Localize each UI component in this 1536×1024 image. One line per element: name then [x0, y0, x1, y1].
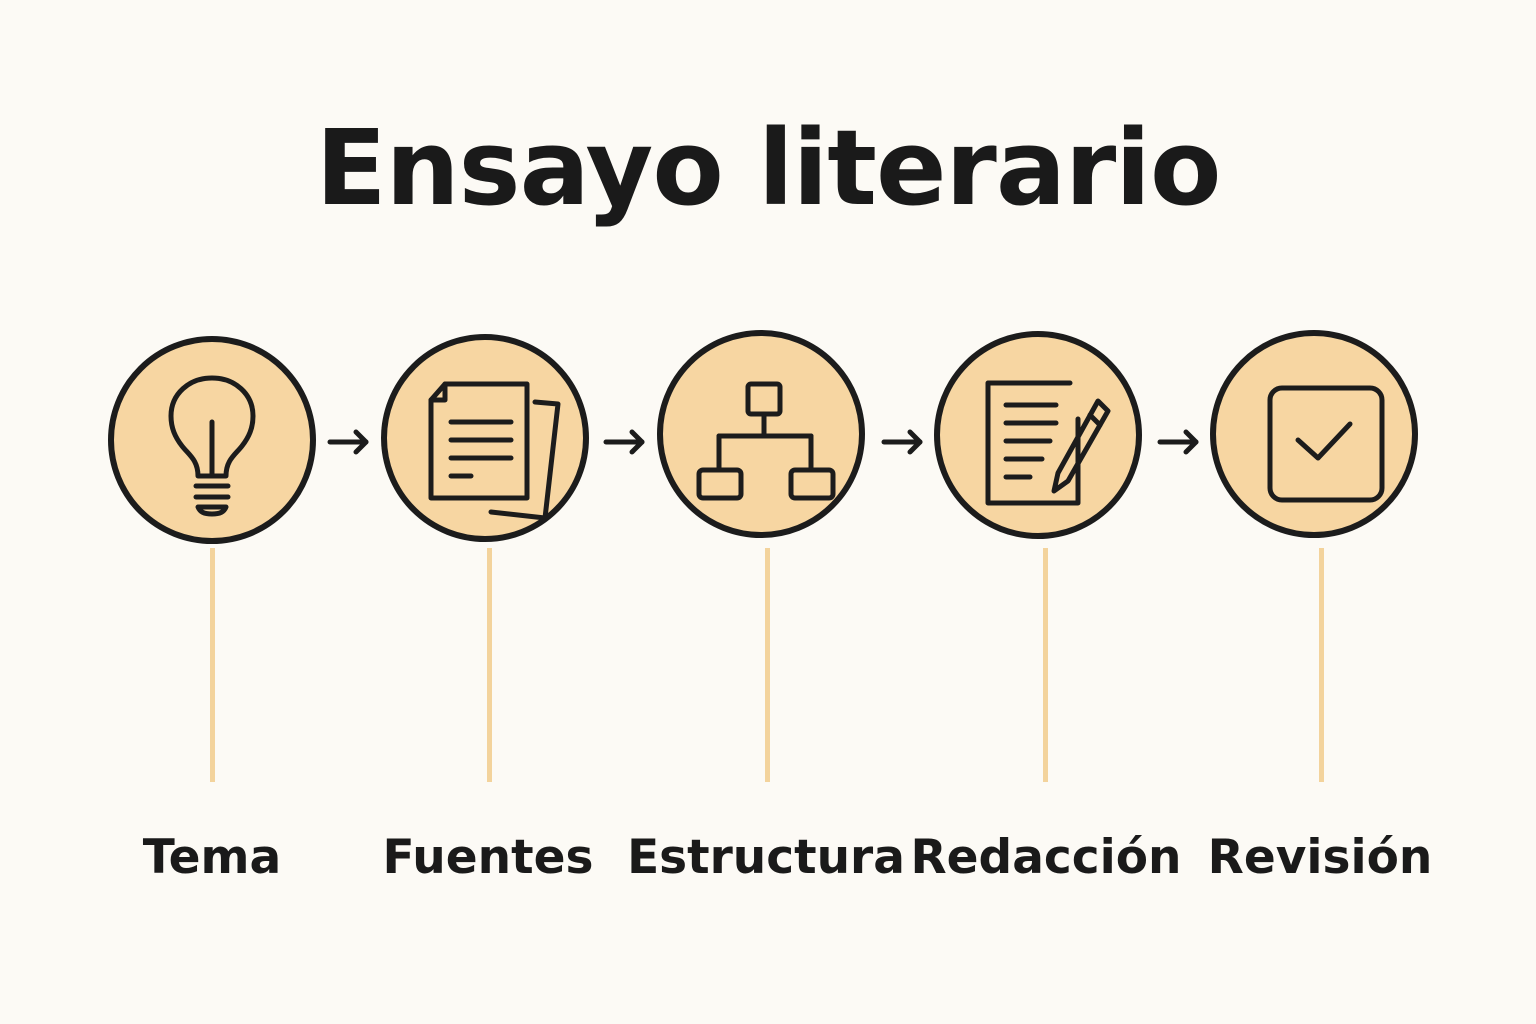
stage-label-estructura: Estructura — [627, 830, 905, 885]
arrow-redaccion-to-revision — [1157, 429, 1199, 455]
diagram-title: Ensayo literario — [315, 107, 1222, 229]
stage-tema-stem — [210, 548, 215, 782]
stage-redaccion-circle — [934, 331, 1142, 539]
stage-revision-circle — [1210, 330, 1418, 538]
arrow-estructura-to-redaccion — [881, 429, 923, 455]
documents-icon — [428, 381, 561, 521]
stage-fuentes-stem — [487, 548, 492, 782]
arrow-fuentes-to-estructura — [603, 429, 645, 455]
arrow-tema-to-fuentes — [327, 429, 369, 455]
stage-tema-circle — [108, 336, 316, 544]
document-pencil-icon — [985, 380, 1111, 506]
hierarchy-icon — [696, 381, 836, 501]
stage-estructura-stem — [765, 548, 770, 782]
lightbulb-icon — [168, 375, 256, 517]
stage-label-fuentes: Fuentes — [382, 830, 594, 885]
stage-label-redaccion: Redacción — [910, 830, 1182, 885]
stage-label-tema: Tema — [142, 830, 282, 885]
stage-estructura-circle — [657, 330, 865, 538]
stage-revision-stem — [1319, 548, 1324, 782]
stage-label-revision: Revisión — [1207, 830, 1433, 885]
stage-redaccion-stem — [1043, 548, 1048, 782]
stage-fuentes-circle — [381, 334, 589, 542]
checkbox-icon — [1267, 385, 1385, 503]
